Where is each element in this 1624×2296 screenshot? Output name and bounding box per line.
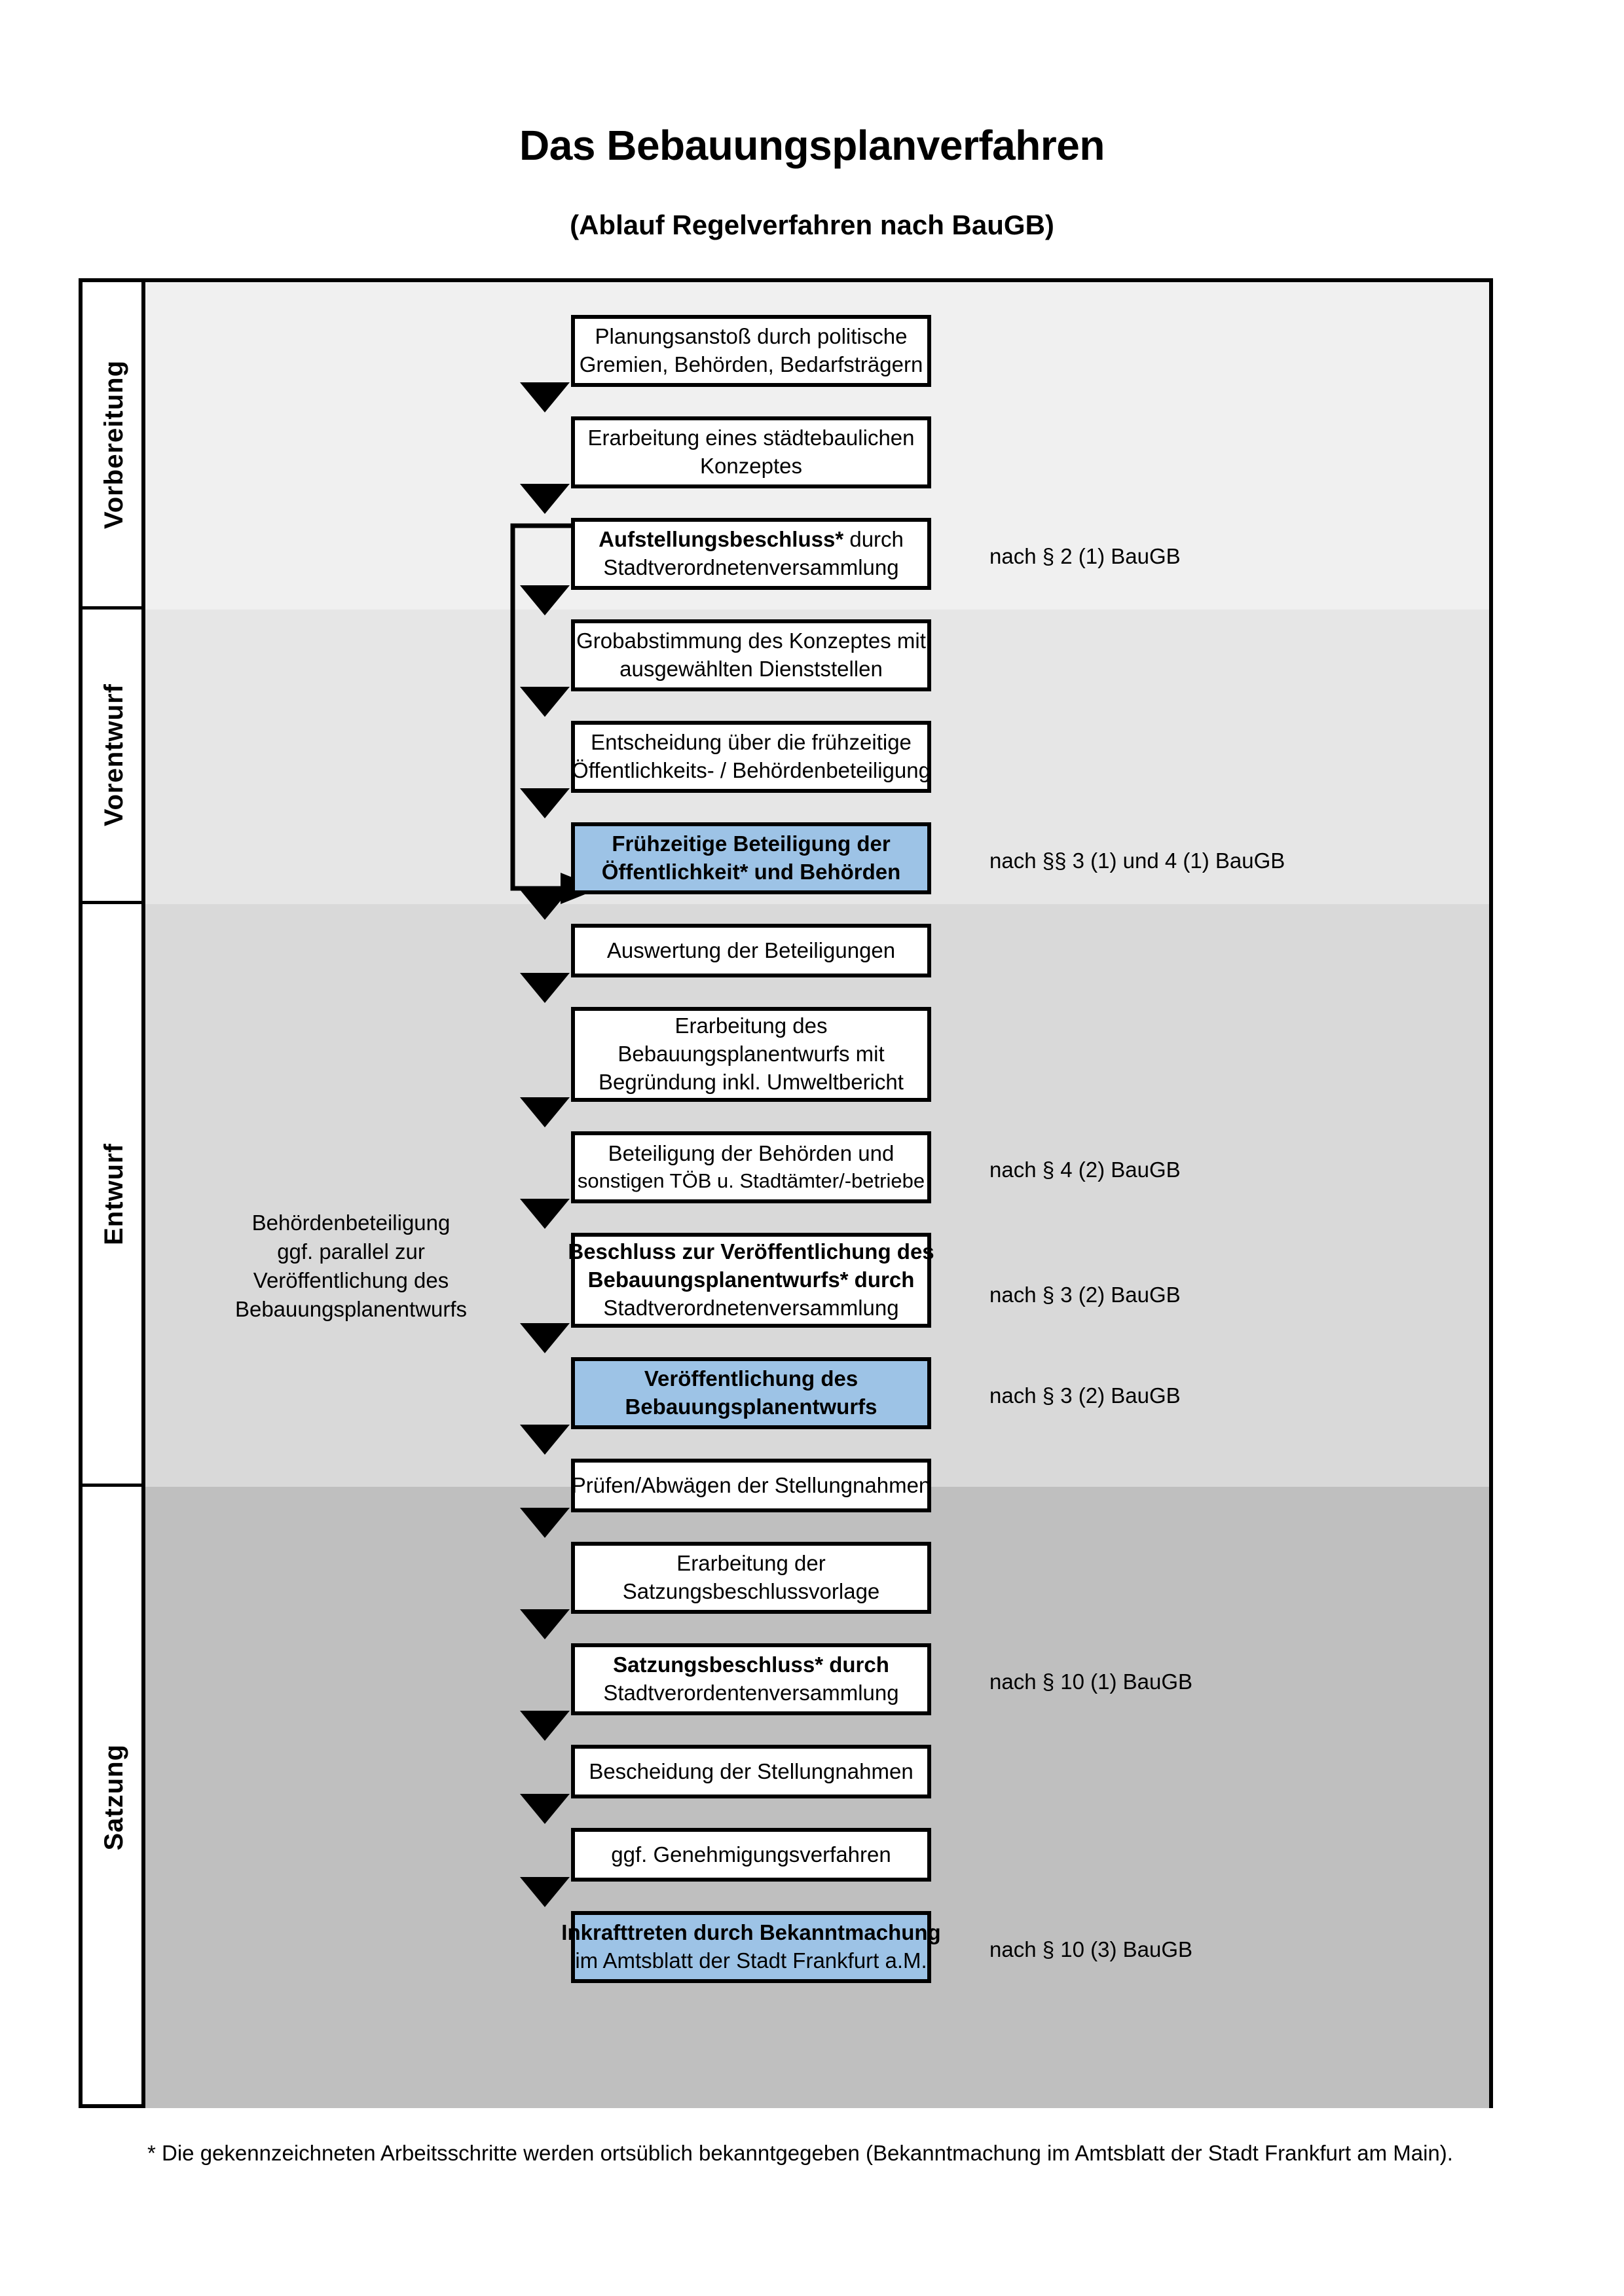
step-box-veroeffentlichung-bplan-entwurf[interactable]: Veröffentlichung des Bebauungsplanentwur… [571,1357,931,1429]
connector-arrow-10 [520,1323,570,1353]
step-box-erarbeitung-bplan-entwurf[interactable]: Erarbeitung des Bebauungsplanentwurfs mi… [571,1007,931,1102]
page-subtitle: (Ablauf Regelverfahren nach BauGB) [570,210,1054,240]
connector-arrow-4 [520,687,570,717]
step-line: Gremien, Behörden, Bedarfsträgern [579,352,923,376]
step-line: Beteiligung der Behörden und [608,1141,895,1166]
footnote-text: * Die gekennzeichneten Arbeitsschritte w… [147,2141,1453,2165]
step-line: Bescheidung der Stellungnahmen [589,1758,913,1783]
step-line-rest: durch [843,527,904,552]
step-line: Grobabstimmung des Konzeptes mit [576,629,926,653]
step-line-bold: Bebauungsplanentwurfs* durch [587,1267,915,1292]
step-line: Öffentlichkeits- / Behördenbeteiligung [572,758,931,782]
ref-par4-2: nach § 4 (2) BauGB [989,1157,1181,1182]
connector-arrow-12 [520,1508,570,1538]
step-line: Bebauungsplanentwurfs* durch [588,1266,915,1294]
step-box-entscheidung-fruehzeitige-beteiligung[interactable]: Entscheidung über die frühzeitige Öffent… [571,721,931,793]
step-box-grobabstimmung[interactable]: Grobabstimmung des Konzeptes mit ausgewä… [571,619,931,691]
step-box-bescheidung-stellungnahmen[interactable]: Bescheidung der Stellungnahmen [571,1745,931,1798]
phase-cell-entwurf: Entwurf [83,904,145,1487]
step-line-bold: Inkrafttreten durch Bekanntmachung [561,1920,941,1945]
connector-arrow-1 [520,382,570,412]
step-line: Planungsanstoß durch politische [595,324,908,349]
step-line-bold: Beschluss zur Veröffentlichung des [568,1239,934,1264]
step-line-bold: Satzungsbeschluss* durch [613,1652,889,1677]
ref-par2-1: nach § 2 (1) BauGB [989,544,1181,568]
connector-arrow-11 [520,1425,570,1455]
ref-par3-2-b: nach § 3 (2) BauGB [989,1383,1181,1408]
side-note-line: Bebauungsplanentwurfs [234,1296,468,1321]
connector-arrow-2 [520,484,570,514]
step-box-erarbeitung-satzungsvorlage[interactable]: Erarbeitung der Satzungsbeschlussvorlage [571,1542,931,1614]
step-line: Satzungsbeschluss* durch [613,1651,889,1679]
step-line: Stadtverordnetenversammlung [603,555,899,579]
step-box-staedtebauliches-konzept[interactable]: Erarbeitung eines städtebaulichen Konzep… [571,416,931,488]
step-line: Auswertung der Beteiligungen [606,938,896,962]
step-line: Prüfen/Abwägen der Stellungnahmen [571,1472,931,1497]
side-note-line: ggf. parallel zur [277,1239,425,1264]
step-box-pruefen-abwaegen[interactable]: Prüfen/Abwägen der Stellungnahmen [571,1459,931,1512]
step-line: ggf. Genehmigungsverfahren [611,1842,891,1867]
page-title: Das Bebauungsplanverfahren [519,122,1105,169]
step-box-aufstellungsbeschluss[interactable]: Aufstellungsbeschluss* durch Stadtverord… [571,518,931,590]
step-line: sonstigen TÖB u. Stadtämter/-betriebe [577,1169,925,1193]
step-line: ausgewählten Dienststellen [619,657,883,681]
connector-arrow-3 [520,585,570,615]
step-line: Konzeptes [700,454,802,478]
step-box-beschluss-veroeffentlichung[interactable]: Beschluss zur Veröffentlichung des Bebau… [568,1233,934,1328]
step-box-planungsanstoss[interactable]: Planungsanstoß durch politische Gremien,… [571,315,931,387]
flowchart-frame: Vorbereitung Vorentwurf Entwurf Satzung … [79,278,1493,2108]
step-box-inkrafttreten[interactable]: Inkrafttreten durch Bekanntmachung im Am… [561,1911,941,1983]
step-line-bold: Aufstellungsbeschluss* [599,527,844,552]
step-line: Veröffentlichung des [644,1366,858,1391]
step-line: Entscheidung über die frühzeitige [591,730,912,755]
connector-arrow-7 [520,973,570,1003]
step-box-satzungsbeschluss[interactable]: Satzungsbeschluss* durch Stadtverordente… [571,1643,931,1715]
side-note-line: Veröffentlichung des [253,1267,449,1292]
step-box-beteiligung-behoerden-toeb[interactable]: Beteiligung der Behörden und sonstigen T… [571,1131,931,1203]
connector-arrow-9 [520,1199,570,1229]
step-line: Erarbeitung eines städtebaulichen [587,426,915,450]
connector-arrow-14 [520,1711,570,1741]
step-box-auswertung-beteiligungen[interactable]: Auswertung der Beteiligungen [571,924,931,977]
phase-rail: Vorbereitung Vorentwurf Entwurf Satzung [83,282,145,2104]
connector-arrow-8 [520,1097,570,1127]
step-line: Erarbeitung des [674,1013,828,1038]
step-box-genehmigungsverfahren[interactable]: ggf. Genehmigungsverfahren [571,1828,931,1882]
step-line: Stadtverordnetenversammlung [603,1295,899,1320]
connector-arrow-13 [520,1609,570,1639]
side-note-line: Behördenbeteiligung [251,1211,451,1235]
step-line: Inkrafttreten durch Bekanntmachung [561,1919,940,1947]
step-line: Öffentlichkeit* und Behörden [601,860,901,884]
connector-arrow-5 [520,788,570,818]
phase-cell-vorbereitung: Vorbereitung [83,282,145,610]
phase-cell-vorentwurf: Vorentwurf [83,610,145,904]
ref-par3-1-4-1: nach §§ 3 (1) und 4 (1) BauGB [989,848,1285,873]
step-line: Frühzeitige Beteiligung der [612,831,891,856]
ref-par10-3: nach § 10 (3) BauGB [989,1937,1193,1961]
step-line: Beschluss zur Veröffentlichung des [568,1238,934,1266]
step-line: im Amtsblatt der Stadt Frankfurt a.M. [575,1948,927,1973]
step-line: Stadtverordentenversammlung [603,1681,899,1705]
side-note-behoerdenbeteiligung: Behördenbeteiligung ggf. parallel zur Ve… [194,1209,508,1324]
step-line: Bebauungsplanentwurfs mit [618,1042,885,1066]
step-line: Begründung inkl. Umweltbericht [599,1069,904,1094]
step-line: Aufstellungsbeschluss* durch [599,526,904,554]
step-line: Erarbeitung der [676,1551,826,1576]
step-line: Satzungsbeschlussvorlage [622,1579,880,1603]
step-line: Bebauungsplanentwurfs [625,1394,877,1419]
ref-par3-2-a: nach § 3 (2) BauGB [989,1283,1181,1307]
connector-arrow-15 [520,1794,570,1824]
ref-par10-1: nach § 10 (1) BauGB [989,1669,1193,1694]
step-box-fruehzeitige-beteiligung[interactable]: Frühzeitige Beteiligung der Öffentlichke… [571,822,931,894]
connector-arrow-16 [520,1877,570,1907]
